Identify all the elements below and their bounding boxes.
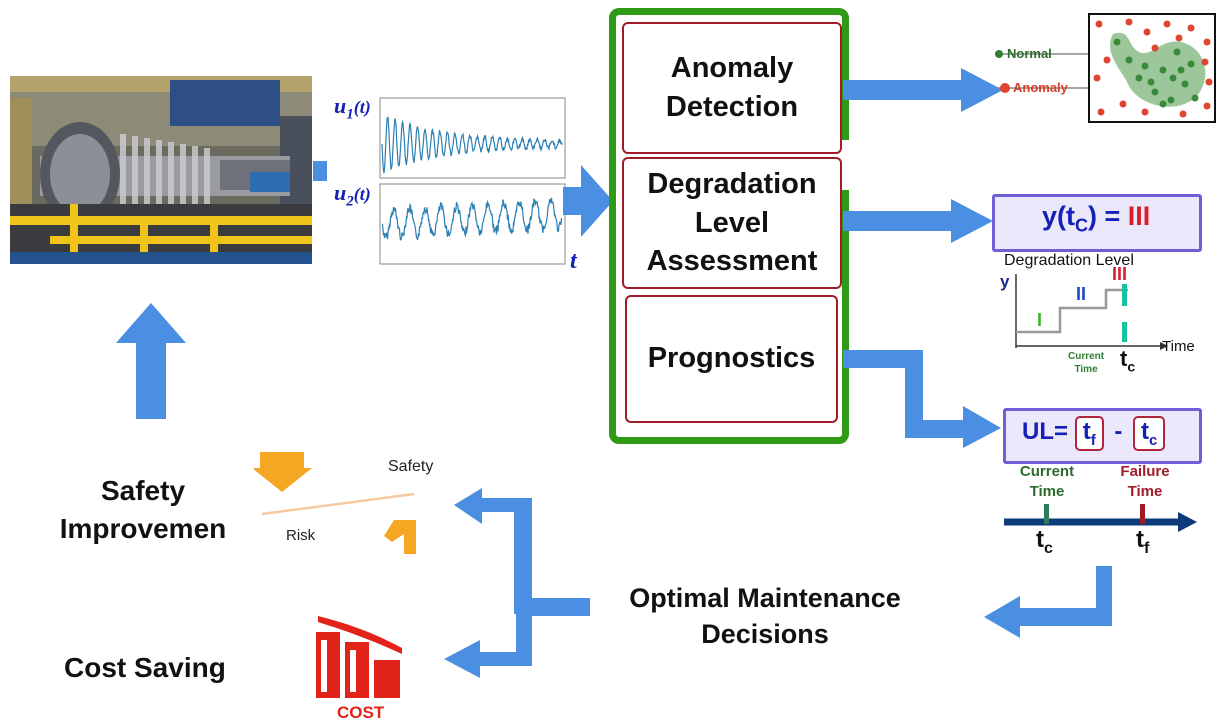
rul-axis-tc: tc — [1036, 526, 1053, 557]
u1-axes — [379, 97, 566, 179]
current-time-marker-top — [1122, 284, 1127, 306]
u2-signal — [381, 197, 563, 241]
arrow-to-rul-inset — [843, 350, 1001, 448]
arrow-up-to-turbine — [116, 303, 186, 419]
arrow-signals-to-frame — [563, 165, 613, 237]
prognostics-box: Prognostics — [625, 295, 838, 423]
arrow-to-anomaly-inset — [843, 68, 1003, 112]
arrow-to-maintenance — [984, 566, 1112, 638]
anomaly-scatter-inset — [995, 13, 1216, 123]
u1-signal — [381, 116, 563, 174]
degradation-equation-box — [992, 194, 1202, 252]
level-i: I — [1037, 310, 1043, 330]
signals-plot — [379, 97, 566, 265]
level-ii: II — [1076, 284, 1087, 304]
level-iii: III — [1112, 264, 1128, 284]
u2-label: u2(t) — [334, 180, 371, 210]
degradation-x-axis-label: Time — [1162, 338, 1195, 355]
normal-label: Normal — [1007, 46, 1052, 61]
t-axis-label: t — [570, 248, 577, 274]
arrow-to-degradation-inset — [843, 199, 993, 243]
safety-scale-top-label: Safety — [388, 458, 434, 475]
connector-square — [313, 161, 327, 181]
safety-scale-risk-label: Risk — [286, 527, 316, 544]
cost-saving-label: Cost Saving — [64, 652, 226, 683]
anomaly-label: Anomaly — [1013, 80, 1068, 95]
rul-timeline — [1004, 504, 1197, 532]
degradation-title: Degradation Level — [1004, 252, 1134, 269]
safety-scale-icon — [254, 452, 416, 554]
degradation-y-axis-label: y — [1000, 272, 1010, 291]
degradation-equation: y(tC) = III — [1042, 201, 1151, 236]
degradation-step-plot — [1015, 274, 1168, 350]
current-time-marker-bottom — [1122, 322, 1127, 342]
rul-axis-tf: tf — [1136, 526, 1150, 557]
cost-icon-text: COST — [337, 703, 385, 722]
degradation-tc: tc — [1120, 346, 1136, 375]
cost-icon — [316, 616, 402, 698]
turbine-photo — [10, 76, 312, 264]
u2-axes — [379, 183, 566, 265]
u1-label: u1(t) — [334, 93, 371, 123]
arrow-branch-to-outcomes — [444, 488, 590, 678]
rul-equation: UL= tf - tc — [1022, 416, 1166, 451]
